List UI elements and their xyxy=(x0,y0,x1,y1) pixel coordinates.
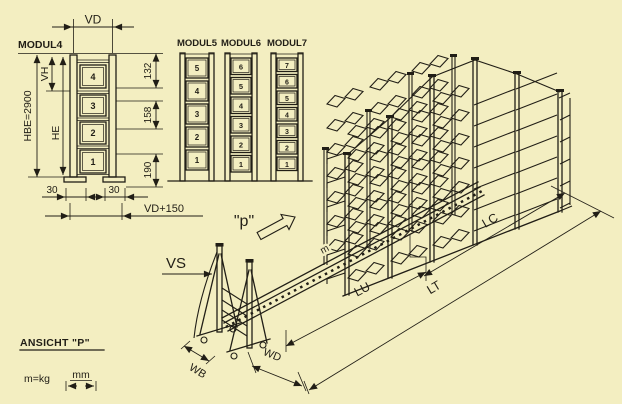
module4-cells: 4 3 2 1 xyxy=(79,64,107,174)
cell-number: 1 xyxy=(285,162,289,169)
cell-number: 1 xyxy=(195,156,200,165)
trolley-wheel xyxy=(200,336,208,344)
cell-number: 5 xyxy=(285,96,289,103)
dimension-unit-label: mm xyxy=(72,369,90,381)
dim-190-label: 190 xyxy=(143,161,154,178)
dim-he: HE xyxy=(50,57,67,175)
view-reference-label: ANSICHT "P" xyxy=(20,337,90,349)
cell-number: 6 xyxy=(239,63,243,72)
p-view-label: "p" xyxy=(234,213,254,230)
cell-number: 1 xyxy=(239,160,243,169)
cell-number: 4 xyxy=(90,72,95,82)
module4-front-view: MODUL4 4 3 2 1 xyxy=(18,13,203,220)
cell-number: 4 xyxy=(285,113,289,120)
module5-rack: 5 4 3 2 1 xyxy=(179,52,215,182)
dim-132-label: 132 xyxy=(143,62,154,79)
cell-number: 2 xyxy=(239,141,243,150)
dim-lt-label: LT xyxy=(424,278,443,297)
cell-number: 4 xyxy=(195,87,200,96)
dim-vd: VD xyxy=(52,13,134,53)
legend: ANSICHT "P" m=kg mm xyxy=(19,337,105,391)
trolley-base-rear xyxy=(226,338,271,353)
cell-number: 2 xyxy=(195,133,200,142)
trolley-base-front xyxy=(196,322,241,337)
modules-567-front-views: MODUL5 MODUL6 MODUL7 5 4 3 2 1 6 5 4 xyxy=(167,38,313,182)
module5-label: MODUL5 xyxy=(177,38,218,49)
cell-number: 3 xyxy=(285,129,289,136)
dim-158-label: 158 xyxy=(143,106,154,123)
cell-number: 3 xyxy=(90,101,95,111)
vs-annotation: VS xyxy=(162,255,212,278)
dim-hbe: HBE=2900 xyxy=(22,55,64,178)
dim-vd-label: VD xyxy=(85,13,102,27)
cell-number: 3 xyxy=(195,110,200,119)
vs-label: VS xyxy=(166,255,186,272)
vs-trolley xyxy=(193,243,271,360)
cell-number: 4 xyxy=(239,102,244,111)
p-direction-annotation: "p" xyxy=(234,213,296,241)
dim-vd150: VD+150 xyxy=(45,203,203,220)
module6-label: MODUL6 xyxy=(221,38,261,49)
module6-rack: 6 5 4 3 2 1 xyxy=(224,52,258,182)
dim-30-left-label: 30 xyxy=(46,185,58,196)
module4-right-foot xyxy=(102,176,126,183)
module7-rack: 7 6 5 4 3 2 1 xyxy=(270,52,304,182)
module4-label: MODUL4 xyxy=(18,39,62,51)
cell-number: 2 xyxy=(90,128,95,138)
dimension-lines-3d: WB WD LU LT LC xyxy=(180,185,615,395)
cell-number: 5 xyxy=(239,82,243,91)
dim-lc-label: LC xyxy=(480,210,501,230)
rack-top-beam xyxy=(346,59,561,156)
dim-he-label: HE xyxy=(50,126,62,141)
cell-number: 3 xyxy=(239,121,243,130)
module4-left-foot xyxy=(63,176,87,183)
dimension-unit-symbol: mm xyxy=(65,369,97,391)
trolley-wheel xyxy=(259,341,267,349)
dim-hbe-label: HBE=2900 xyxy=(22,90,34,141)
module7-label: MODUL7 xyxy=(267,38,307,49)
cell-number: 2 xyxy=(285,146,289,153)
mass-unit-label: m=kg xyxy=(24,373,50,385)
dim-feet-30: 30 30 xyxy=(42,185,148,201)
trolley-tension-rope xyxy=(193,251,218,339)
cell-number: 6 xyxy=(285,80,289,87)
dim-vh-label: VH xyxy=(39,67,51,82)
cell-number: 7 xyxy=(285,63,289,70)
dim-right-offsets: 132 158 190 xyxy=(116,53,163,188)
cell-number: 5 xyxy=(195,64,200,73)
cell-number: 1 xyxy=(90,157,95,167)
dim-30-right-label: 30 xyxy=(108,185,120,196)
p-direction-arrow xyxy=(256,213,296,241)
dim-vd150-label: VD+150 xyxy=(144,203,184,215)
trolley-wheel xyxy=(229,325,237,333)
trolley-wheel xyxy=(230,352,238,360)
